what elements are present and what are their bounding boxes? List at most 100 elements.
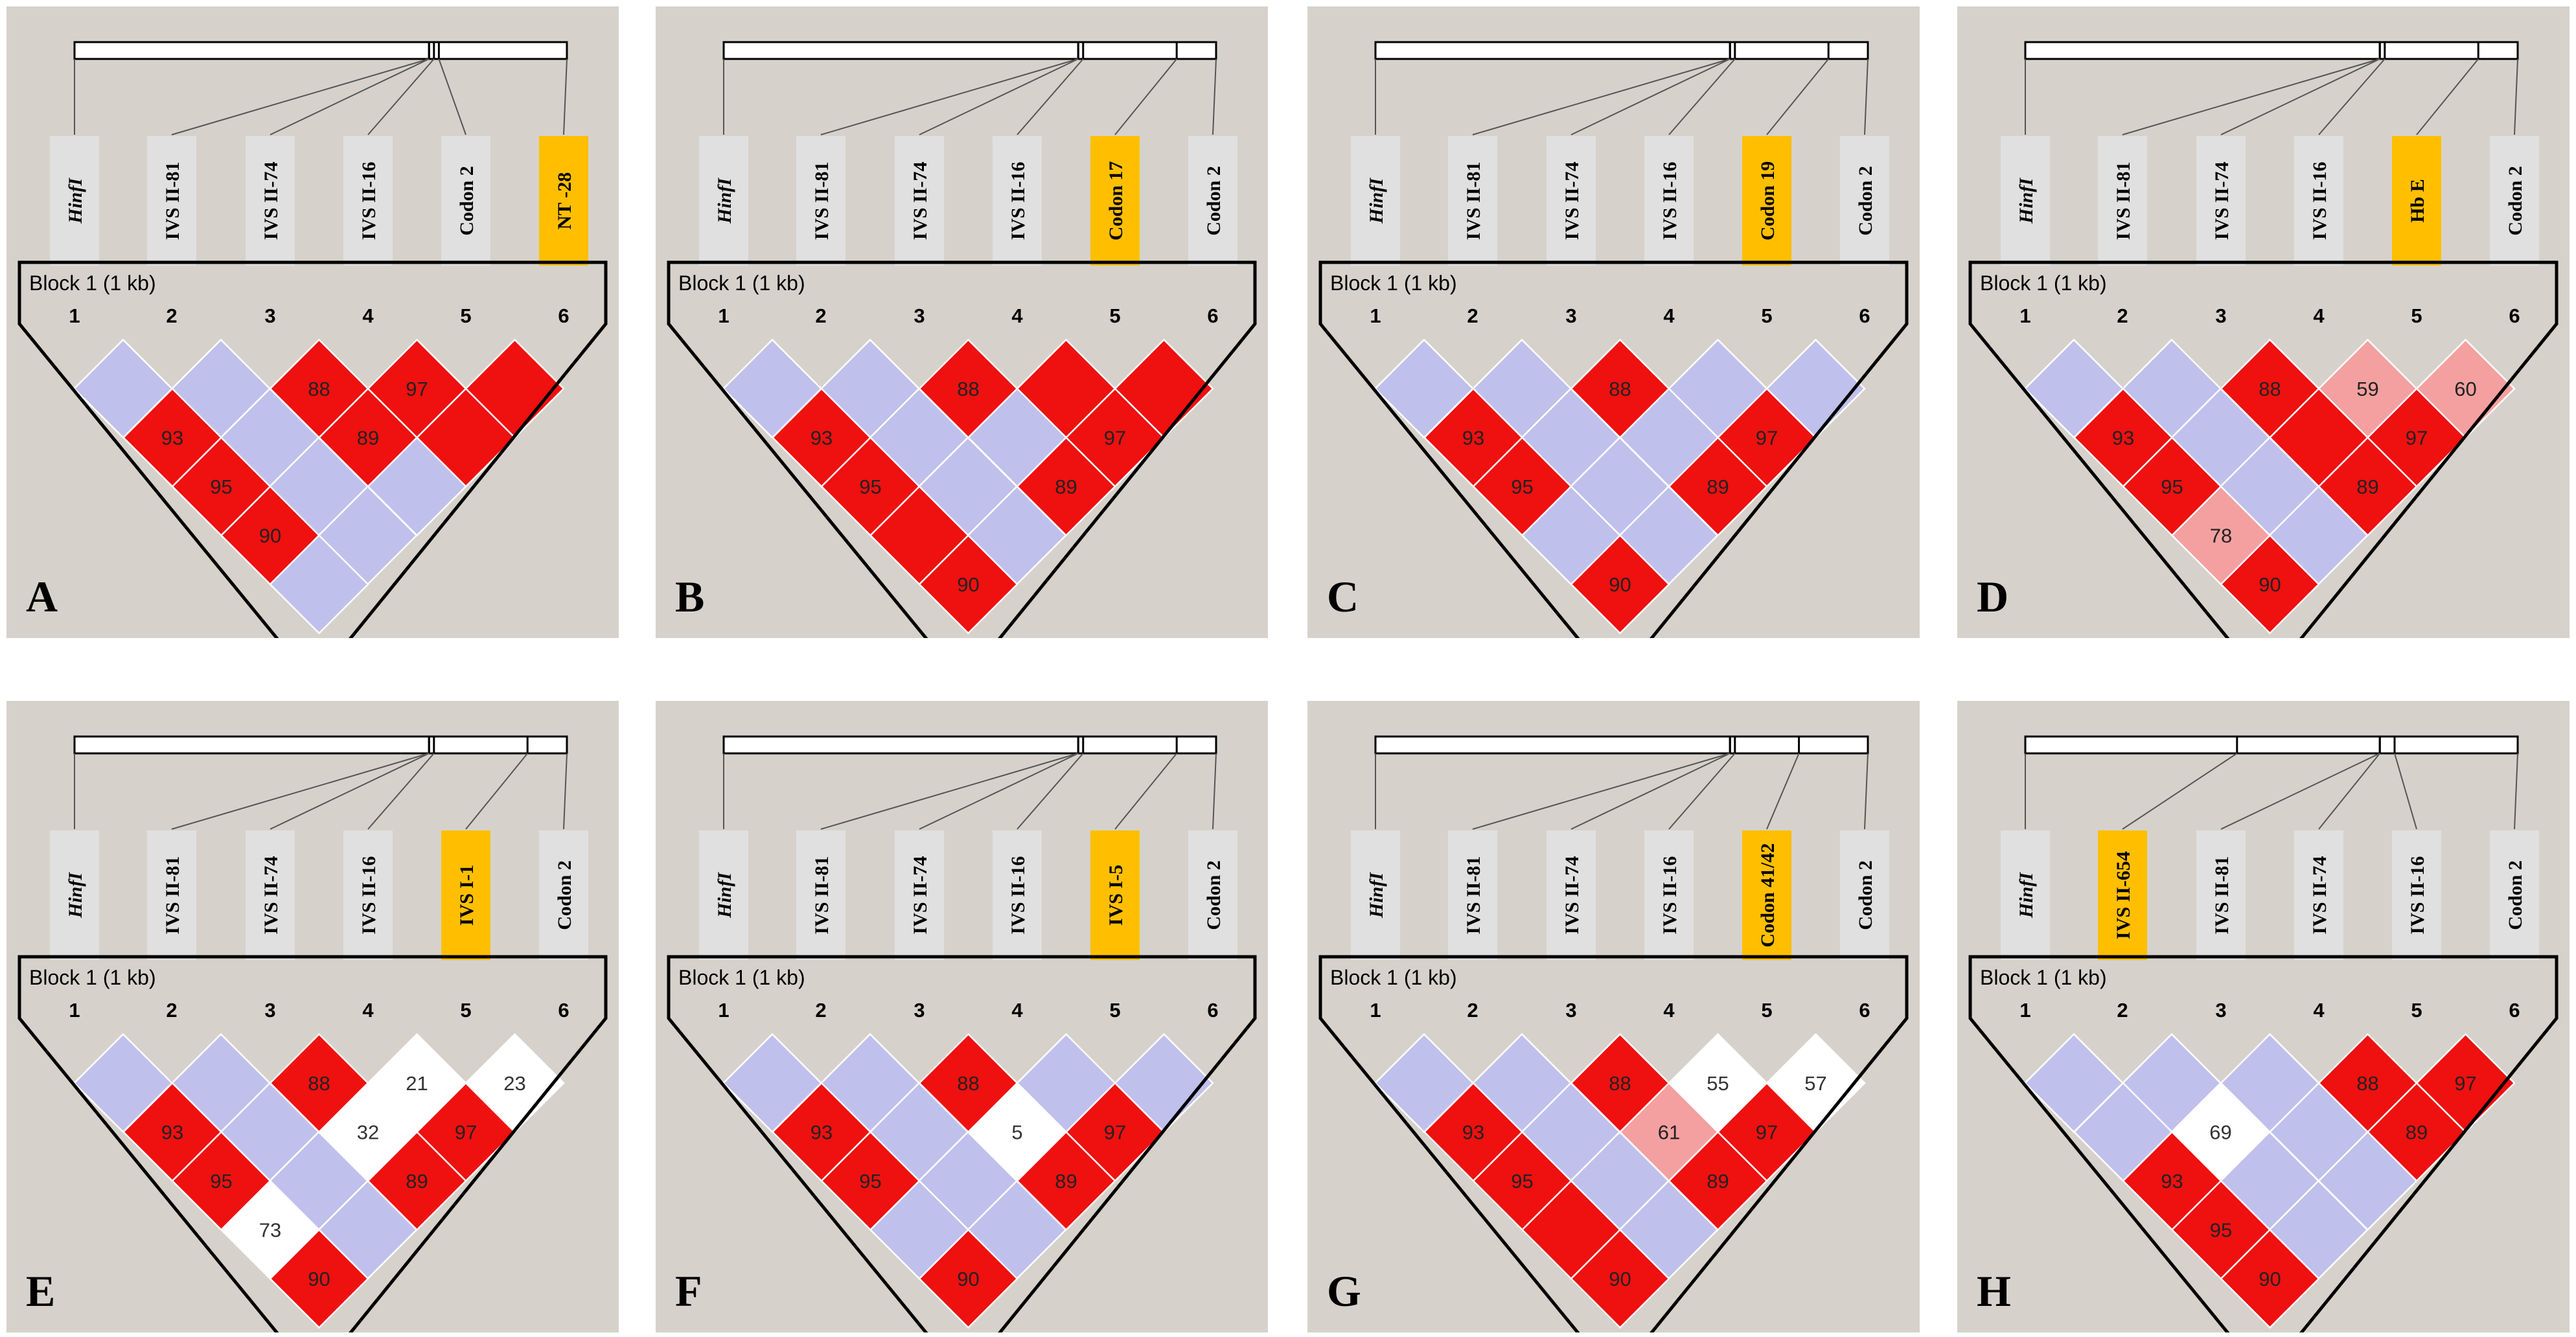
snp-box: [147, 136, 196, 266]
gene-map-bar: [2024, 41, 2519, 60]
ld-value: 88: [308, 1072, 330, 1095]
ld-value: 97: [1104, 427, 1126, 450]
snp-name: Codon 41/42: [1757, 843, 1778, 948]
snp-name: IVS II-74: [1561, 162, 1583, 240]
snp-label-1: HinfI: [1351, 136, 1400, 266]
ld-cell-1-6: [269, 534, 369, 635]
snp-label-6: Codon 2: [1188, 830, 1237, 960]
snp-label-5: Codon 41/42: [1742, 830, 1791, 960]
snp-label-1: HinfI: [50, 136, 99, 266]
ld-cell-diamond: [2220, 1228, 2320, 1329]
snp-label-3: IVS II-74: [246, 830, 295, 960]
block-label: Block 1 (1 kb): [1330, 271, 1457, 295]
snp-box: [699, 830, 748, 960]
snp-connector-line: [563, 58, 568, 135]
snp-label-3: IVS II-81: [2196, 830, 2246, 960]
snp-box: [539, 830, 588, 960]
snp-connector-line: [367, 753, 435, 830]
ld-value: 95: [210, 1170, 232, 1193]
snp-label-5: IVS I-5: [1090, 830, 1140, 960]
panel-letter: H: [1977, 1266, 2011, 1316]
ld-cell-1-6: 90: [918, 534, 1018, 635]
ld-value: 95: [859, 1170, 881, 1193]
highlighted-snp-box: [2098, 830, 2147, 960]
ld-cell-diamond: [269, 534, 369, 635]
snp-box: [895, 136, 944, 266]
gene-map-bar: [722, 41, 1217, 60]
snp-box: [1644, 136, 1694, 266]
snp-box: [2392, 830, 2441, 960]
marker-index: 4: [1663, 999, 1675, 1022]
snp-connector-line: [1766, 58, 1829, 135]
snp-box: [1448, 830, 1497, 960]
marker-index: 6: [558, 304, 569, 327]
snp-label-6: Codon 2: [539, 830, 588, 960]
snp-label-5: IVS II-16: [2392, 830, 2441, 960]
ld-cell-diamond: [2220, 534, 2320, 635]
snp-name: IVS II-74: [2309, 856, 2330, 935]
snp-box: [147, 830, 196, 960]
ld-value: 78: [2210, 525, 2232, 547]
marker-index: 4: [362, 999, 374, 1022]
snp-box: [1547, 136, 1596, 266]
haplotype-block-outline: [1318, 260, 1909, 638]
snp-box: [2196, 830, 2246, 960]
snp-name: Codon 2: [1203, 166, 1225, 236]
snp-connector-line: [1114, 753, 1177, 830]
snp-connector-line: [270, 58, 430, 135]
ld-value: 88: [957, 1072, 979, 1095]
marker-index: 3: [1565, 304, 1576, 327]
snp-connector-line: [1570, 753, 1731, 830]
highlighted-snp-box: [539, 136, 588, 266]
snp-box: [246, 136, 295, 266]
snp-name: Codon 2: [456, 166, 477, 236]
block-label: Block 1 (1 kb): [1980, 966, 2107, 989]
snp-label-6: Codon 2: [1188, 136, 1237, 266]
marker-index: 3: [2215, 304, 2226, 327]
ld-cell-diamond: [1570, 1228, 1670, 1329]
snp-connector-line: [1864, 58, 1869, 135]
snp-connector-line: [1864, 753, 1869, 830]
snp-name: IVS II-81: [1463, 162, 1484, 240]
highlighted-snp-box: [1742, 830, 1791, 960]
ld-value: 95: [1511, 1170, 1533, 1193]
marker-index: 5: [460, 999, 471, 1022]
highlighted-snp-box: [1090, 830, 1140, 960]
ld-value: 73: [259, 1219, 281, 1242]
ld-value: 88: [2259, 378, 2281, 400]
snp-box: [2490, 136, 2539, 266]
marker-index: 2: [2117, 999, 2128, 1022]
haplotype-block-outline: [1968, 260, 2559, 638]
snp-label-4: IVS II-74: [2294, 830, 2343, 960]
gene-map-bar: [73, 735, 568, 755]
ld-value: 60: [2454, 378, 2476, 400]
ld-value: 89: [1055, 1170, 1077, 1193]
snp-name: Codon 19: [1757, 161, 1778, 241]
snp-label-5: IVS I-1: [441, 830, 490, 960]
ld-value: 97: [2454, 1072, 2476, 1095]
ld-value: 95: [2161, 475, 2183, 498]
ld-value: 89: [1707, 475, 1729, 498]
snp-connector-line: [438, 58, 466, 135]
marker-index: 4: [2313, 999, 2325, 1022]
panel-letter: F: [675, 1266, 702, 1316]
snp-name: IVS I-1: [456, 865, 477, 926]
snp-box: [2490, 830, 2539, 960]
snp-box: [895, 830, 944, 960]
highlighted-snp-box: [441, 830, 490, 960]
snp-box: [2196, 136, 2246, 266]
marker-index: 2: [166, 999, 177, 1022]
panel-letter: G: [1327, 1266, 1361, 1316]
marker-index: 2: [815, 304, 826, 327]
block-label: Block 1 (1 kb): [1330, 966, 1457, 989]
snp-label-6: Codon 2: [2490, 136, 2539, 266]
ld-value: 90: [1609, 573, 1631, 596]
snp-name: Hb E: [2407, 179, 2428, 223]
snp-name: IVS II-16: [358, 856, 380, 935]
